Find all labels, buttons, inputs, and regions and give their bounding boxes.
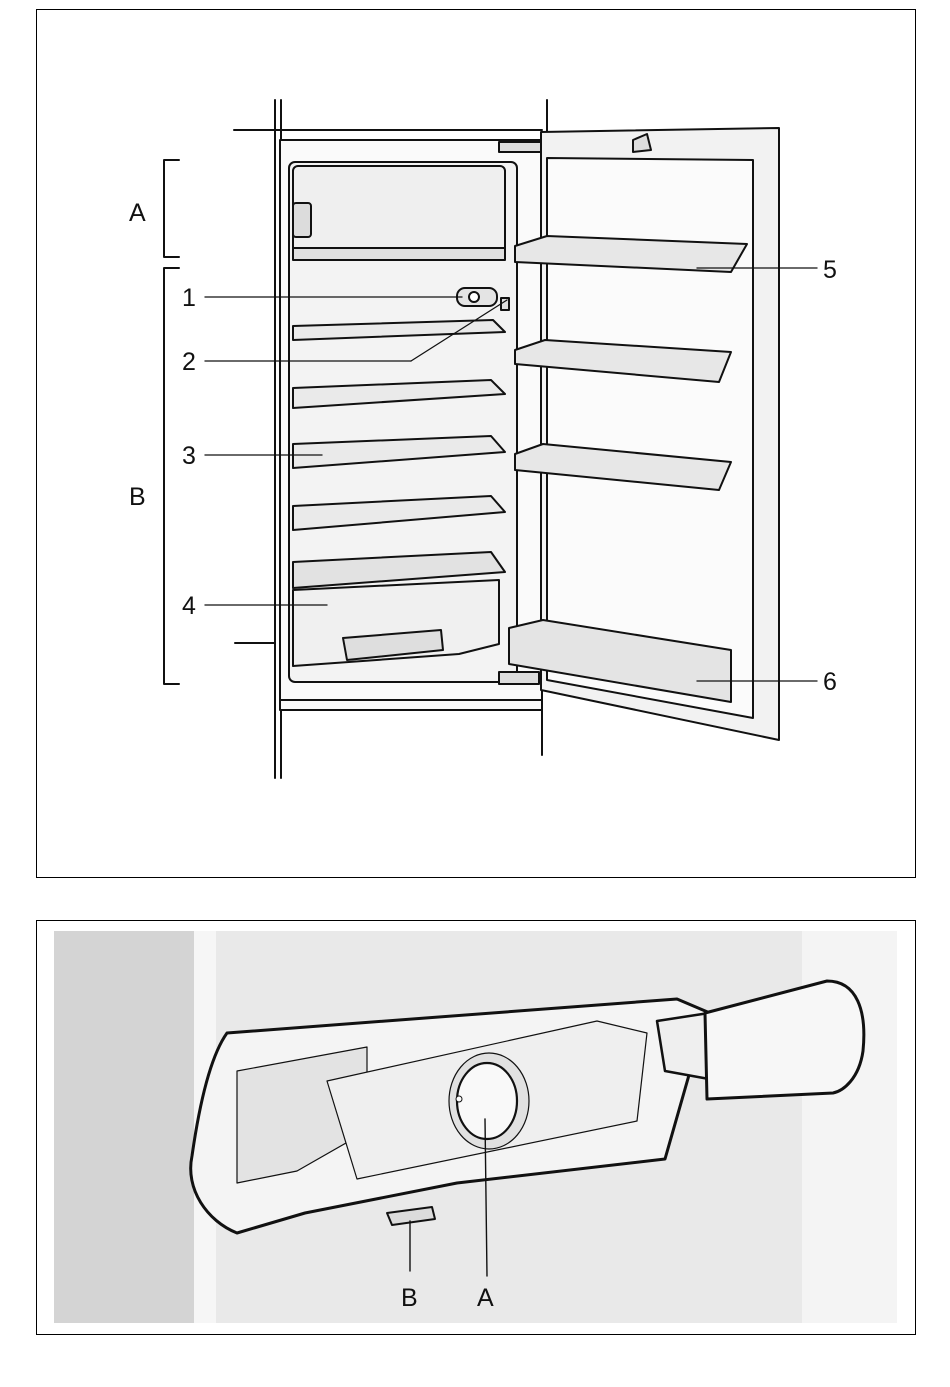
thermostat-knob bbox=[457, 1063, 517, 1139]
label-6: 6 bbox=[823, 668, 837, 696]
label-4: 4 bbox=[182, 592, 196, 620]
thermostat-knob-icon bbox=[469, 292, 479, 302]
refrigerator-illustration: A B 1 2 3 4 5 6 bbox=[37, 10, 917, 879]
wall-shadow-left bbox=[54, 931, 194, 1323]
cable-duct bbox=[657, 1013, 709, 1079]
freezer-handle-icon bbox=[293, 203, 311, 237]
bracket-zone-b bbox=[164, 268, 179, 684]
label-zone-a: A bbox=[129, 199, 146, 227]
freezer-compartment bbox=[293, 166, 505, 258]
thermostat-figure-panel: B A bbox=[36, 920, 916, 1335]
label-1: 1 bbox=[182, 284, 196, 312]
freezer-door-lower-edge bbox=[293, 248, 505, 260]
hinge-bottom-icon bbox=[499, 672, 539, 684]
label-2: 2 bbox=[182, 348, 196, 376]
label-a: A bbox=[477, 1284, 494, 1312]
thermostat-illustration: B A bbox=[37, 921, 917, 1336]
bracket-zone-a bbox=[164, 160, 179, 257]
label-b: B bbox=[401, 1284, 418, 1312]
refrigerator-figure-panel: A B 1 2 3 4 5 6 bbox=[36, 9, 916, 878]
knob-indicator-icon bbox=[456, 1096, 462, 1102]
label-zone-b: B bbox=[129, 483, 146, 511]
light-switch-icon bbox=[501, 298, 509, 310]
label-5: 5 bbox=[823, 256, 837, 284]
label-3: 3 bbox=[182, 442, 196, 470]
